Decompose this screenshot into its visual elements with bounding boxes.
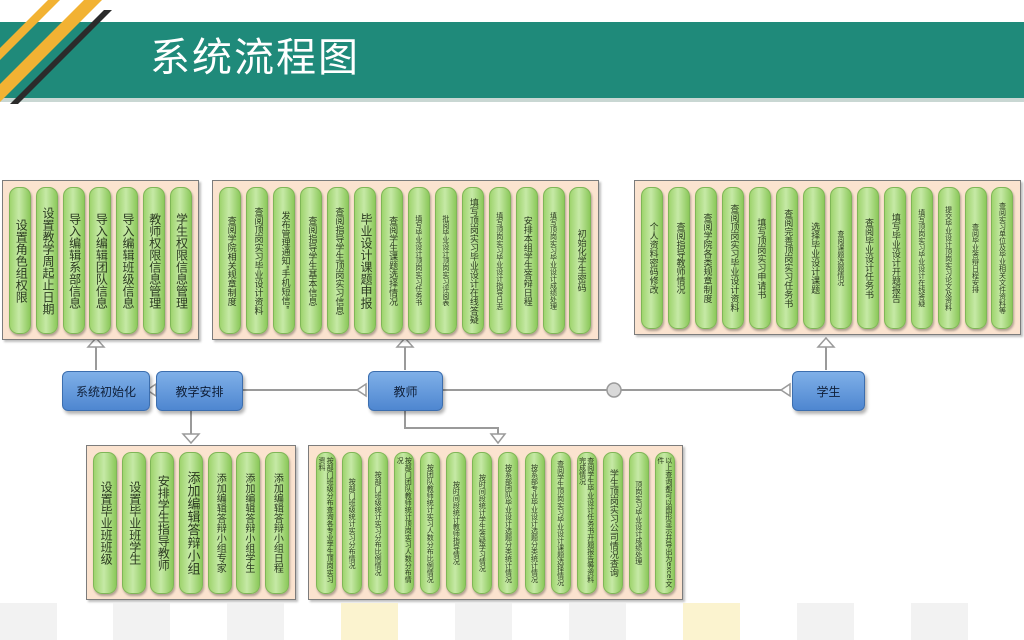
query-item[interactable]: 以上查询都可以图形显示并导出为excel文件 xyxy=(654,452,675,594)
student-item[interactable]: 查阅学院各类规章制度 xyxy=(695,187,718,329)
teacher-item[interactable]: 查阅指导学生基本信息 xyxy=(300,187,323,334)
student-item[interactable]: 填写顶岗实习毕业设计在线答疑 xyxy=(910,187,933,329)
init-item[interactable]: 设置教学周起止日期 xyxy=(36,187,59,334)
header-bar xyxy=(0,22,1024,98)
footer-square xyxy=(455,603,512,640)
query-item[interactable]: 顶岗实习毕业设计成绩处理 xyxy=(628,452,649,594)
student-item[interactable]: 填写顶岗实习申请书 xyxy=(749,187,772,329)
arrange-item[interactable]: 添加编辑答辩小组 xyxy=(178,452,203,594)
arrange-item[interactable]: 添加编辑答辩小组学生 xyxy=(236,452,261,594)
student-item[interactable]: 选择毕业设计课题 xyxy=(802,187,825,329)
teacher-item[interactable]: 填写毕业设计顶岗实习任务书 xyxy=(407,187,430,334)
init-item[interactable]: 导入编辑班级信息 xyxy=(116,187,139,334)
query-item[interactable]: 按部门班级统计实习分布比例情况 xyxy=(368,452,389,594)
student-item[interactable]: 查阅毕业设计任务书 xyxy=(856,187,879,329)
page-title: 系统流程图 xyxy=(150,35,360,81)
teacher-item[interactable]: 查阅指导学生顶岗实习信息 xyxy=(327,187,350,334)
footer-square xyxy=(683,603,740,640)
teacher-item[interactable]: 毕业设计课题申报 xyxy=(354,187,377,334)
node-teacher[interactable]: 教师 xyxy=(368,371,443,411)
footer-square xyxy=(569,603,626,640)
query-item[interactable]: 按时间段统计学生答疑学习情况 xyxy=(472,452,493,594)
arrange-item[interactable]: 设置毕业班学生 xyxy=(121,452,146,594)
query-item[interactable]: 查阅学生毕业设计任务书开题报告等资料完成情况 xyxy=(576,452,597,594)
query-item[interactable]: 按系部专业毕业设计选题分类统计情况 xyxy=(524,452,545,594)
footer-square xyxy=(341,603,398,640)
init-item[interactable]: 学生权限信息管理 xyxy=(169,187,192,334)
teacher-item[interactable]: 查阅学院相关规章制度 xyxy=(219,187,242,334)
init-item[interactable]: 教师权限信息管理 xyxy=(142,187,165,334)
init-items-panel: 设置角色组权限 设置教学周起止日期 导入编辑系部信息 导入编辑团队信息 导入编辑… xyxy=(2,180,199,340)
teacher-items-panel: 查阅学院相关规章制度 查阅顶岗实习毕业设计资料 发布管理通知"手机短信" 查阅指… xyxy=(212,180,599,340)
arrange-item[interactable]: 安排学生指导教师 xyxy=(150,452,175,594)
footer-square xyxy=(797,603,854,640)
teacher-item[interactable]: 查阅顶岗实习毕业设计资料 xyxy=(246,187,269,334)
teacher-item[interactable]: 填写顶岗实习毕业设计成绩处理 xyxy=(542,187,565,334)
teacher-item[interactable]: 初始化学生密码 xyxy=(569,187,592,334)
teacher-item[interactable]: 填写顶岗实习毕业设计指导日志 xyxy=(488,187,511,334)
header-stripes-decoration xyxy=(0,0,112,104)
init-item[interactable]: 导入编辑系部信息 xyxy=(62,187,85,334)
student-item[interactable]: 查阅指导教师情况 xyxy=(668,187,691,329)
arrange-items-panel: 设置毕业班班级 设置毕业班学生 安排学生指导教师 添加编辑答辩小组 添加编辑答辩… xyxy=(86,445,296,600)
node-system-init[interactable]: 系统初始化 xyxy=(62,371,150,411)
arrange-item[interactable]: 添加编辑答辩小组专家 xyxy=(207,452,232,594)
query-item[interactable]: 按部门班级分布查询各专业学生顶岗实习资料 xyxy=(316,452,337,594)
footer-square xyxy=(0,603,57,640)
footer-square xyxy=(227,603,284,640)
node-teaching-arrangement[interactable]: 教学安排 xyxy=(156,371,243,411)
query-item[interactable]: 按团队教师统计实习人数分布比例情况 xyxy=(420,452,441,594)
teacher-item[interactable]: 填写顶岗实习毕业设计在线答疑 xyxy=(461,187,484,334)
student-item[interactable]: 提交毕业设计顶岗实习论文及资料 xyxy=(937,187,960,329)
query-item[interactable]: 按部门班级统计实习分布情况 xyxy=(342,452,363,594)
init-item[interactable]: 设置角色组权限 xyxy=(9,187,32,334)
student-item[interactable]: 查阅完善顶岗实习任务书 xyxy=(776,187,799,329)
init-item[interactable]: 导入编辑团队信息 xyxy=(89,187,112,334)
student-item[interactable]: 填写毕业设计开题报告 xyxy=(883,187,906,329)
footer-square xyxy=(911,603,968,640)
student-item[interactable]: 查阅顶岗实习毕业设计资料 xyxy=(722,187,745,329)
query-item[interactable]: 查阅学生顶岗实习毕业设计课题选择情况 xyxy=(550,452,571,594)
student-item[interactable]: 查阅实习单位及毕业相关文件资料等 xyxy=(991,187,1014,329)
teacher-item[interactable]: 安排本组学生答辩日程 xyxy=(515,187,538,334)
footer-square xyxy=(113,603,170,640)
teacher-item[interactable]: 发布管理通知"手机短信" xyxy=(273,187,296,334)
arrange-item[interactable]: 添加编辑答辩小组日程 xyxy=(264,452,289,594)
teacher-item[interactable]: 查阅学生课题选择情况 xyxy=(380,187,403,334)
student-item[interactable]: 查阅毕业答辩日程安排 xyxy=(964,187,987,329)
arrange-item[interactable]: 设置毕业班班级 xyxy=(93,452,118,594)
query-item[interactable]: 学生顶岗实习公司情况查询 xyxy=(602,452,623,594)
query-item[interactable]: 按系部团队毕业设计选题分类统计情况 xyxy=(498,452,519,594)
node-student[interactable]: 学生 xyxy=(792,371,865,411)
query-item[interactable]: 按时间段统计教师指导情况 xyxy=(446,452,467,594)
query-items-panel: 按部门班级分布查询各专业学生顶岗实习资料 按部门班级统计实习分布情况 按部门班级… xyxy=(308,445,683,600)
teacher-item[interactable]: 批阅毕业设计顶岗实习评阅表 xyxy=(434,187,457,334)
student-item[interactable]: 个人资料密码修改 xyxy=(641,187,664,329)
student-item[interactable]: 查阅课题选题情况 xyxy=(829,187,852,329)
query-item[interactable]: 按部门团队教师统计顶岗实习人数分布情况 xyxy=(394,452,415,594)
header-shadow xyxy=(0,98,1024,102)
student-items-panel: 个人资料密码修改 查阅指导教师情况 查阅学院各类规章制度 查阅顶岗实习毕业设计资… xyxy=(634,180,1021,335)
